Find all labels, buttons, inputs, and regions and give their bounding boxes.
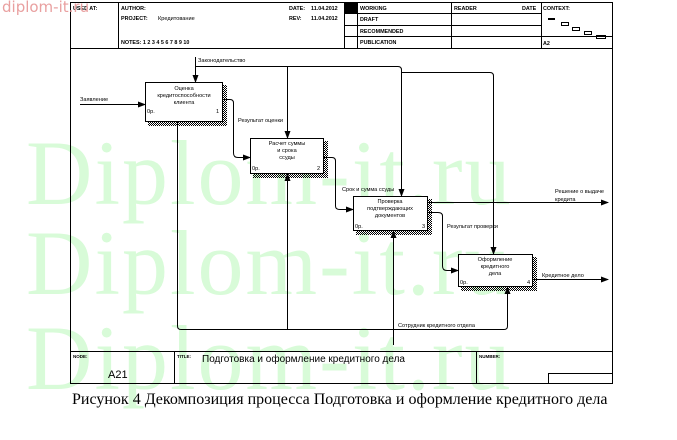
header (70, 2, 612, 49)
title-label: TITLE: (177, 354, 191, 359)
activity-box-3[interactable]: Проверка подтверждающих документов 0р. 3 (353, 196, 428, 231)
arrow-label-result-eval: Результат оценки (238, 118, 283, 124)
context-node: A2 (543, 41, 550, 47)
arrow-label-credit-file: Кредитное дело (542, 273, 584, 279)
diagram-title: Подготовка и оформление кредитного дела (202, 353, 405, 365)
number-label: NUMBER: (479, 354, 501, 359)
arrow-label-input: Заявление (80, 97, 108, 103)
footer (70, 351, 612, 383)
box-label: кредитоспособности (157, 93, 210, 99)
arrow-label-term-sum: Срок и сумма ссуды (342, 187, 394, 193)
box-label: Проверка (377, 199, 403, 205)
watermark: Diplom-it.ru (26, 307, 513, 409)
status-recommended: RECOMMENDED (360, 29, 404, 35)
notes: NOTES: 1 2 3 4 5 6 7 8 9 10 (121, 40, 189, 46)
arrow-label-mechanism: Сотрудник кредитного отдела (398, 323, 476, 329)
status-working: WORKING (360, 6, 387, 12)
figure-caption: Рисунок 4 Декомпозиция процесса Подготов… (72, 391, 608, 408)
author-label: AUTHOR: (121, 6, 146, 12)
arrow-label-check-result: Результат проверки (447, 224, 498, 230)
reader-label: READER (454, 6, 477, 12)
box-label: дела (489, 271, 502, 277)
watermark-corner: diplom-it.ru (2, 0, 90, 16)
arrow-label-control: Законодательство (198, 58, 245, 64)
diagram-frame (70, 2, 613, 384)
box-label: документов (375, 213, 405, 219)
box-number: 2 (317, 166, 320, 172)
box-label: ссуды (279, 155, 295, 161)
activity-box-2[interactable]: Расчет суммы и срока ссуды 0р. 2 (250, 138, 324, 174)
reader-date-label: DATE (522, 6, 537, 12)
node-label: NODE: (73, 354, 88, 359)
box-number: 3 (422, 224, 425, 230)
project-label: PROJECT: (121, 16, 148, 22)
date-label: DATE: (289, 6, 305, 12)
box-label: Оформление (478, 257, 513, 263)
arrow-label-decision: Решение о выдаче (555, 189, 604, 195)
project-value: Кредитование (158, 16, 195, 22)
box-label: кредитного (481, 264, 510, 270)
context-label: CONTEXT: (543, 6, 570, 12)
rev-label: REV: (289, 16, 302, 22)
status-publication: PUBLICATION (360, 40, 397, 46)
box-label: Оценка (174, 86, 194, 92)
status-draft: DRAFT (360, 17, 379, 23)
activity-box-4[interactable]: Оформление кредитного дела 0р. 4 (458, 254, 533, 287)
box-number: 4 (527, 280, 530, 286)
arrows (80, 57, 609, 345)
date-value: 11.04.2012 (311, 6, 338, 12)
box-label: Расчет суммы (269, 141, 306, 147)
arrow-label-decision: кредита (555, 197, 576, 203)
activity-box-1[interactable]: Оценка кредитоспособности клиента 0р. 1 (145, 82, 223, 122)
box-number: 1 (216, 109, 219, 115)
box-label: клиента (174, 100, 196, 106)
rev-value: 11.04.2012 (311, 16, 338, 22)
box-cost: 0р. (355, 224, 363, 230)
box-label: подтверждающих (367, 206, 413, 212)
used-at-label: USED AT: (73, 6, 97, 12)
box-cost: 0р. (147, 109, 155, 115)
box-cost: 0р. (252, 166, 260, 172)
box-cost: 0р. (460, 280, 468, 286)
box-label: и срока (277, 148, 297, 154)
node-value: A21 (108, 369, 128, 381)
